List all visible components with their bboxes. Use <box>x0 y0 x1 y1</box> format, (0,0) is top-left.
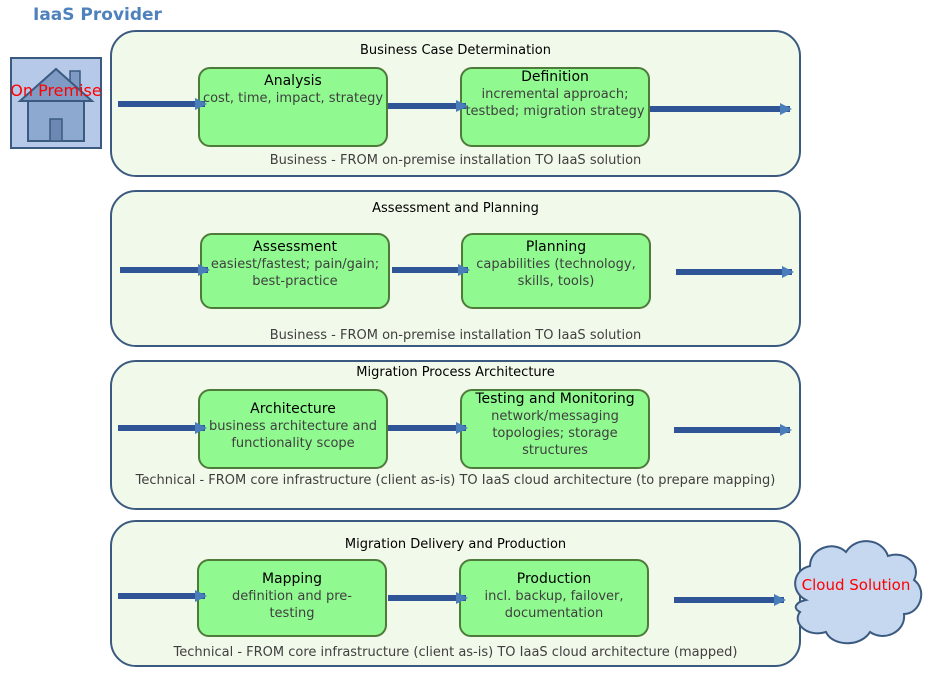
step-title: Mapping <box>261 571 323 587</box>
phase-title: Business Case Determination <box>359 43 551 58</box>
step-mapping: Mapping definition and pre-testing <box>197 559 387 637</box>
phase-footer: Business - FROM on-premise installation … <box>269 328 642 343</box>
step-desc: definition and pre-testing <box>232 589 352 621</box>
step-production: Production incl. backup, failover, docum… <box>459 559 649 637</box>
phase-migration-delivery: Migration Delivery and Production Mappin… <box>110 520 801 667</box>
phase-footer: Technical - FROM core infrastructure (cl… <box>173 645 738 660</box>
phase-title: Migration Delivery and Production <box>344 537 567 552</box>
phase-footer: Technical - FROM core infrastructure (cl… <box>135 473 776 488</box>
on-premise-house <box>10 57 102 149</box>
step-desc: business architecture and functionality … <box>208 419 378 451</box>
step-testing-monitoring: Testing and Monitoring network/messaging… <box>460 389 650 469</box>
house-icon <box>17 67 95 142</box>
step-desc: cost, time, impact, strategy <box>202 91 384 106</box>
phase-migration-architecture: Migration Process Architecture Architect… <box>110 360 801 510</box>
phase-footer: Business - FROM on-premise installation … <box>269 153 642 168</box>
phase-title: Assessment and Planning <box>372 201 539 216</box>
cloud-solution-label: Cloud Solution <box>801 576 911 594</box>
step-definition: Definition incremental approach; testbed… <box>460 67 650 147</box>
step-desc: network/messaging topologies; storage st… <box>491 409 619 458</box>
step-title: Assessment <box>253 239 337 255</box>
step-assessment: Assessment easiest/fastest; pain/gain; b… <box>200 233 390 309</box>
step-title: Planning <box>525 239 587 255</box>
step-desc: incl. backup, failover, documentation <box>484 589 624 621</box>
step-title: Testing and Monitoring <box>475 391 635 407</box>
diagram-title: IaaS Provider <box>33 5 162 25</box>
step-title: Architecture <box>250 401 336 417</box>
step-desc: capabilities (technology, skills, tools) <box>476 257 636 289</box>
step-title: Analysis <box>264 73 322 89</box>
step-title: Definition <box>521 69 589 85</box>
step-architecture: Architecture business architecture and f… <box>198 389 388 469</box>
step-desc: easiest/fastest; pain/gain; best-practic… <box>210 257 380 289</box>
on-premise-label: On Premise <box>10 81 102 100</box>
phase-title: Migration Process Architecture <box>356 365 555 380</box>
step-desc: incremental approach; testbed; migration… <box>465 87 645 119</box>
cloud-icon <box>794 540 923 645</box>
step-planning: Planning capabilities (technology, skill… <box>461 233 651 309</box>
step-title: Production <box>516 571 592 587</box>
